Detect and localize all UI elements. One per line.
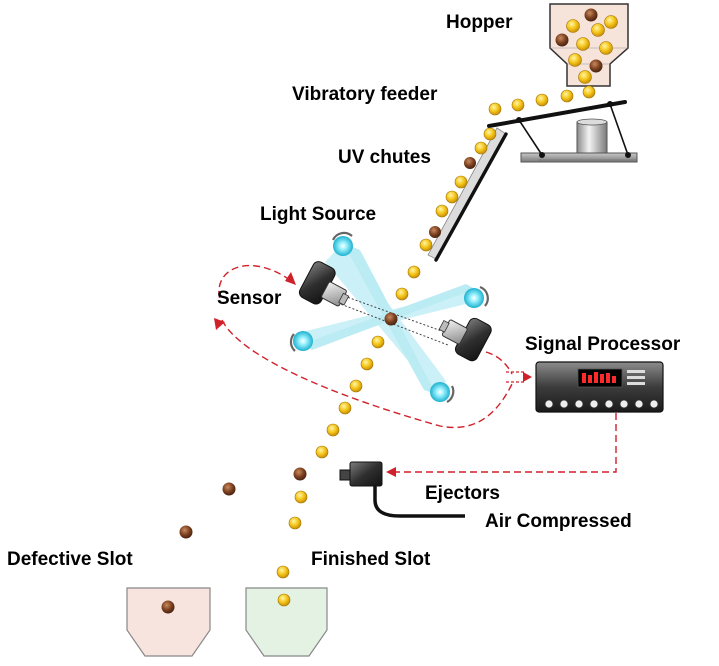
signal-junction xyxy=(506,371,526,383)
signal-processor-device xyxy=(535,361,664,413)
ejector-nozzle xyxy=(339,461,465,518)
label-sensor: Sensor xyxy=(217,288,282,309)
signal-arrowheads xyxy=(214,272,532,477)
label-signal-processor: Signal Processor xyxy=(525,334,681,355)
sensor-sightlines xyxy=(329,291,451,346)
light-source-3 xyxy=(289,331,313,352)
label-air-compressed: Air Compressed xyxy=(485,511,632,532)
label-defective-slot: Defective Slot xyxy=(7,549,133,570)
sensor-upper xyxy=(298,261,350,307)
label-finished-slot: Finished Slot xyxy=(311,549,431,570)
light-source-2 xyxy=(464,285,489,308)
uv-chute xyxy=(427,127,508,262)
light-source-1 xyxy=(331,231,353,256)
hopper-items xyxy=(555,8,618,84)
finished-slot xyxy=(245,587,328,657)
label-uv-chutes: UV chutes xyxy=(338,147,431,168)
sensor-lower xyxy=(438,317,492,362)
feeder-items xyxy=(488,85,596,116)
chute-items xyxy=(419,127,497,252)
label-hopper: Hopper xyxy=(446,12,513,33)
label-ejectors: Ejectors xyxy=(425,483,500,504)
vibratory-feeder xyxy=(487,100,638,163)
signal-paths xyxy=(218,264,617,473)
light-source-4 xyxy=(430,382,455,403)
defective-slot xyxy=(126,587,211,657)
label-light-source: Light Source xyxy=(260,204,377,225)
falling-items xyxy=(179,265,421,579)
label-vibratory-feeder: Vibratory feeder xyxy=(292,84,438,105)
